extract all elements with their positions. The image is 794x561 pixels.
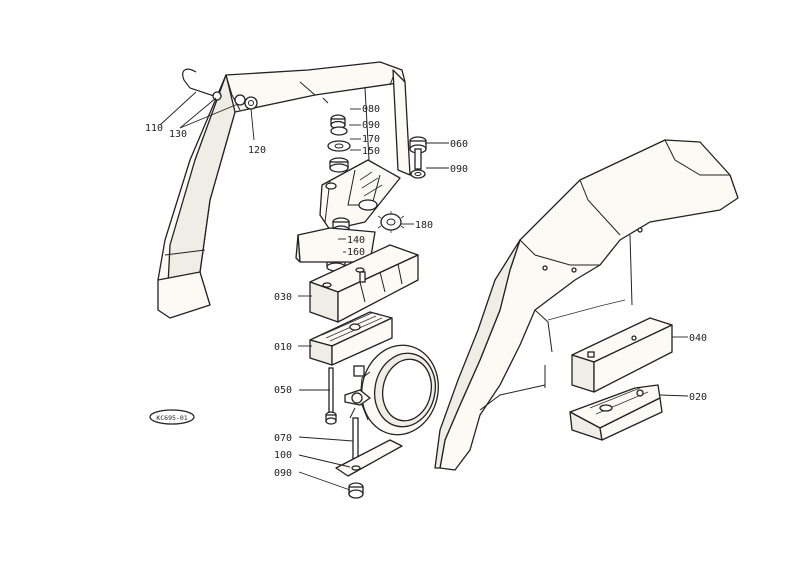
callout-110: 110 bbox=[145, 123, 163, 134]
right-mirror-arm bbox=[434, 139, 739, 471]
callout-080-top: 080 bbox=[362, 104, 380, 115]
callout-170: 170 bbox=[362, 134, 380, 145]
callout-120: 120 bbox=[248, 145, 266, 156]
callout-040: 040 bbox=[689, 333, 707, 344]
callout-090-bottom: 090 bbox=[274, 468, 292, 479]
housing-030 bbox=[309, 244, 419, 323]
callout-090-right: 090 bbox=[450, 164, 468, 175]
callout-090-top: 090 bbox=[362, 120, 380, 131]
diagram-stamp: KC695-01 bbox=[149, 409, 195, 425]
callout-130: 130 bbox=[169, 129, 187, 140]
stamp-code: KC695-01 bbox=[156, 414, 187, 422]
callout-labels: 080 090 170 150 060 090 180 140 160 030 … bbox=[145, 104, 707, 479]
callout-150: 150 bbox=[362, 146, 380, 157]
bolt-070 bbox=[335, 417, 403, 499]
upper-washers bbox=[327, 114, 351, 173]
callout-060: 060 bbox=[450, 139, 468, 150]
leader-lines bbox=[159, 91, 689, 491]
callout-100: 100 bbox=[274, 450, 292, 461]
left-mirror-arm bbox=[157, 61, 411, 319]
callout-020: 020 bbox=[689, 392, 707, 403]
callout-030: 030 bbox=[274, 292, 292, 303]
mirror-round bbox=[359, 344, 439, 436]
callout-160: 160 bbox=[347, 247, 365, 258]
callout-010: 010 bbox=[274, 342, 292, 353]
bolt-050 bbox=[325, 367, 337, 425]
callout-180: 180 bbox=[415, 220, 433, 231]
callout-070: 070 bbox=[274, 433, 292, 444]
bolt-060 bbox=[409, 136, 427, 179]
base-020 bbox=[569, 384, 663, 441]
pivot-joint bbox=[344, 365, 371, 419]
mount-plate bbox=[295, 227, 376, 263]
block-040 bbox=[571, 317, 673, 393]
callout-140: 140 bbox=[347, 235, 365, 246]
gear-180 bbox=[377, 211, 405, 233]
callout-050: 050 bbox=[274, 385, 292, 396]
holder-010 bbox=[309, 311, 393, 366]
